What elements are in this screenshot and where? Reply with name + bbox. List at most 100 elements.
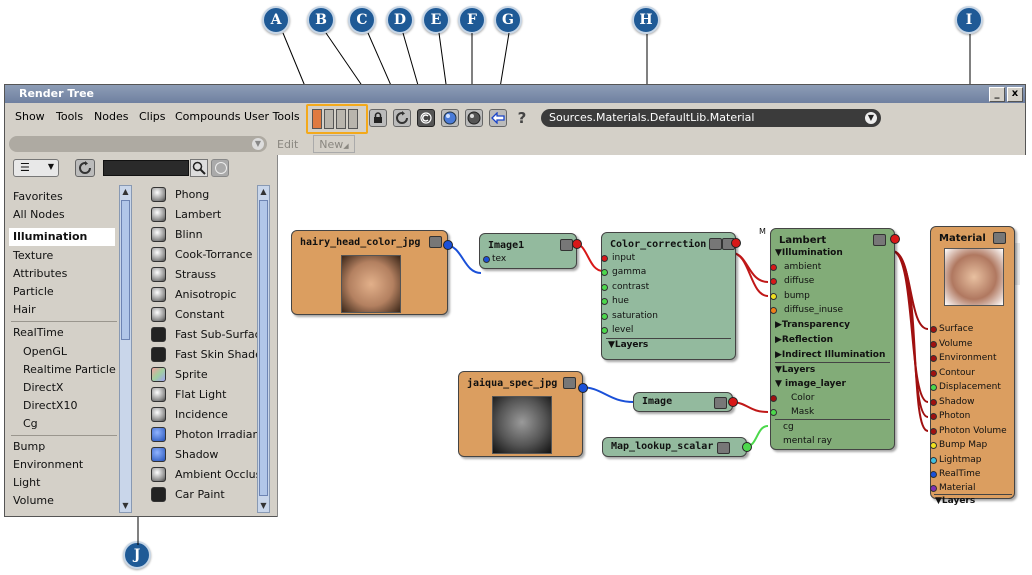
input-port-hue[interactable] [601, 298, 608, 305]
node-jaiqua-spec-jpg[interactable]: jaiqua_spec_jpg [458, 371, 588, 457]
output-port-blue[interactable] [578, 383, 588, 393]
menu-tools[interactable]: Tools [56, 110, 84, 123]
list-item[interactable]: Incidence [147, 406, 259, 424]
node-lambert[interactable]: Lambert M ▼Illumination ambient diffuse … [759, 227, 900, 450]
input-port-diffuse-inuse[interactable] [770, 307, 777, 314]
node-collapse-button[interactable] [714, 397, 727, 409]
scroll-up-icon[interactable]: ▲ [260, 187, 267, 196]
list-item[interactable]: Flat Light [147, 386, 259, 404]
input-port-input[interactable] [601, 255, 608, 262]
category-opengl[interactable]: OpenGL [23, 345, 68, 358]
list-item[interactable]: Ambient Occlusion [147, 466, 259, 484]
sync-button[interactable] [75, 159, 95, 177]
input-port-shadow[interactable] [930, 399, 937, 406]
close-button[interactable]: x [1007, 87, 1023, 102]
node-list-scroll-thumb[interactable] [259, 200, 268, 496]
clear-button[interactable] [417, 109, 435, 127]
category-illumination[interactable]: Illumination [9, 228, 115, 246]
render-tree-workspace[interactable]: hairy_head_color_jpg Image1 tex Color_co… [277, 155, 1026, 517]
layout-button-1[interactable] [312, 109, 322, 129]
menu-nodes[interactable]: Nodes [94, 110, 129, 123]
list-item[interactable]: Photon Irradiance [147, 426, 259, 444]
output-port-blue[interactable] [443, 240, 453, 250]
input-port-realtime[interactable] [930, 471, 937, 478]
list-item[interactable]: Sprite [147, 366, 259, 384]
category-directx[interactable]: DirectX [23, 381, 64, 394]
preset-dropdown[interactable]: ▼ [9, 136, 267, 152]
section-transparency[interactable]: ▶Transparency [775, 320, 851, 330]
node-collapse-button[interactable] [563, 377, 576, 389]
list-view-dropdown[interactable]: ☰ ▼ [13, 159, 59, 177]
input-port-bump-map[interactable] [930, 442, 937, 449]
list-item[interactable]: Lambert [147, 206, 259, 224]
category-realtime-particle[interactable]: Realtime Particle [23, 363, 116, 376]
category-volume[interactable]: Volume [13, 494, 54, 507]
output-port-green[interactable] [742, 442, 752, 452]
input-port-color[interactable] [770, 395, 777, 402]
layout-button-2[interactable] [324, 109, 334, 129]
search-input[interactable] [103, 160, 189, 176]
node-image1[interactable]: Image1 tex [479, 233, 582, 269]
section-indirect-illumination[interactable]: ▶Indirect Illumination [775, 350, 886, 360]
section-reflection[interactable]: ▶Reflection [775, 335, 834, 345]
input-port-photon-volume[interactable] [930, 428, 937, 435]
layers-section[interactable]: ▼Layers [608, 340, 649, 350]
scroll-down-icon[interactable]: ▼ [122, 501, 129, 510]
category-directx10[interactable]: DirectX10 [23, 399, 78, 412]
clear-search-button[interactable] [211, 159, 229, 177]
list-item[interactable]: Anisotropic [147, 286, 259, 304]
input-port-gamma[interactable] [601, 269, 608, 276]
input-port-surface[interactable] [930, 326, 937, 333]
list-item[interactable]: Cook-Torrance [147, 246, 259, 264]
node-collapse-button[interactable] [993, 232, 1006, 244]
category-bump[interactable]: Bump [13, 440, 46, 453]
node-material[interactable]: Material Surface Volume Environment Cont… [930, 226, 1015, 499]
layout-button-4[interactable] [348, 109, 358, 129]
output-port-red[interactable] [572, 239, 582, 249]
list-item[interactable]: Fast Sub-Surface [147, 326, 259, 344]
node-image[interactable]: Image [633, 392, 738, 412]
node-list-scrollbar[interactable]: ▲ ▼ [257, 185, 270, 513]
output-port-red[interactable] [728, 397, 738, 407]
input-port-bump[interactable] [770, 293, 777, 300]
input-port-contrast[interactable] [601, 284, 608, 291]
list-item[interactable]: Fast Skin Shader [147, 346, 259, 364]
list-item[interactable]: Shadow [147, 446, 259, 464]
category-scrollbar[interactable]: ▲ ▼ [119, 185, 132, 513]
input-port-contour[interactable] [930, 370, 937, 377]
list-item[interactable]: Constant [147, 306, 259, 324]
input-port-material[interactable] [930, 485, 937, 492]
category-favorites[interactable]: Favorites [13, 190, 63, 203]
list-item[interactable]: Strauss [147, 266, 259, 284]
material-path-dropdown[interactable]: Sources.Materials.DefaultLib.Material ▼ [541, 109, 881, 127]
minimize-button[interactable]: _ [989, 87, 1005, 102]
search-button[interactable] [190, 159, 208, 177]
menu-clips[interactable]: Clips [139, 110, 166, 123]
input-port-photon[interactable] [930, 413, 937, 420]
input-port-diffuse[interactable] [770, 278, 777, 285]
input-port-volume[interactable] [930, 341, 937, 348]
input-port-mask[interactable] [770, 409, 777, 416]
category-light[interactable]: Light [13, 476, 41, 489]
render-sphere-button[interactable] [465, 109, 483, 127]
output-port-red[interactable] [731, 238, 741, 248]
help-button[interactable]: ? [517, 109, 527, 127]
node-collapse-button[interactable] [560, 239, 573, 251]
list-item[interactable]: Car Paint [147, 486, 259, 504]
node-hairy-head-color-jpg[interactable]: hairy_head_color_jpg [291, 230, 453, 315]
node-collapse-button[interactable] [709, 238, 722, 250]
lock-button[interactable] [369, 109, 387, 127]
scroll-up-icon[interactable]: ▲ [122, 187, 129, 196]
output-port-red[interactable] [890, 234, 900, 244]
section-illumination[interactable]: ▼Illumination [775, 248, 843, 258]
node-map-lookup-scalar[interactable]: Map_lookup_scalar [602, 437, 752, 457]
category-scroll-thumb[interactable] [121, 200, 130, 340]
section-image-layer[interactable]: ▼ image_layer [775, 379, 846, 389]
node-collapse-button[interactable] [717, 442, 730, 454]
input-port-tex[interactable] [483, 256, 490, 263]
back-button[interactable] [489, 109, 507, 127]
material-layers-section[interactable]: ▼Layers [935, 496, 976, 506]
input-port-ambient[interactable] [770, 264, 777, 271]
category-attributes[interactable]: Attributes [13, 267, 68, 280]
input-port-displacement[interactable] [930, 384, 937, 391]
